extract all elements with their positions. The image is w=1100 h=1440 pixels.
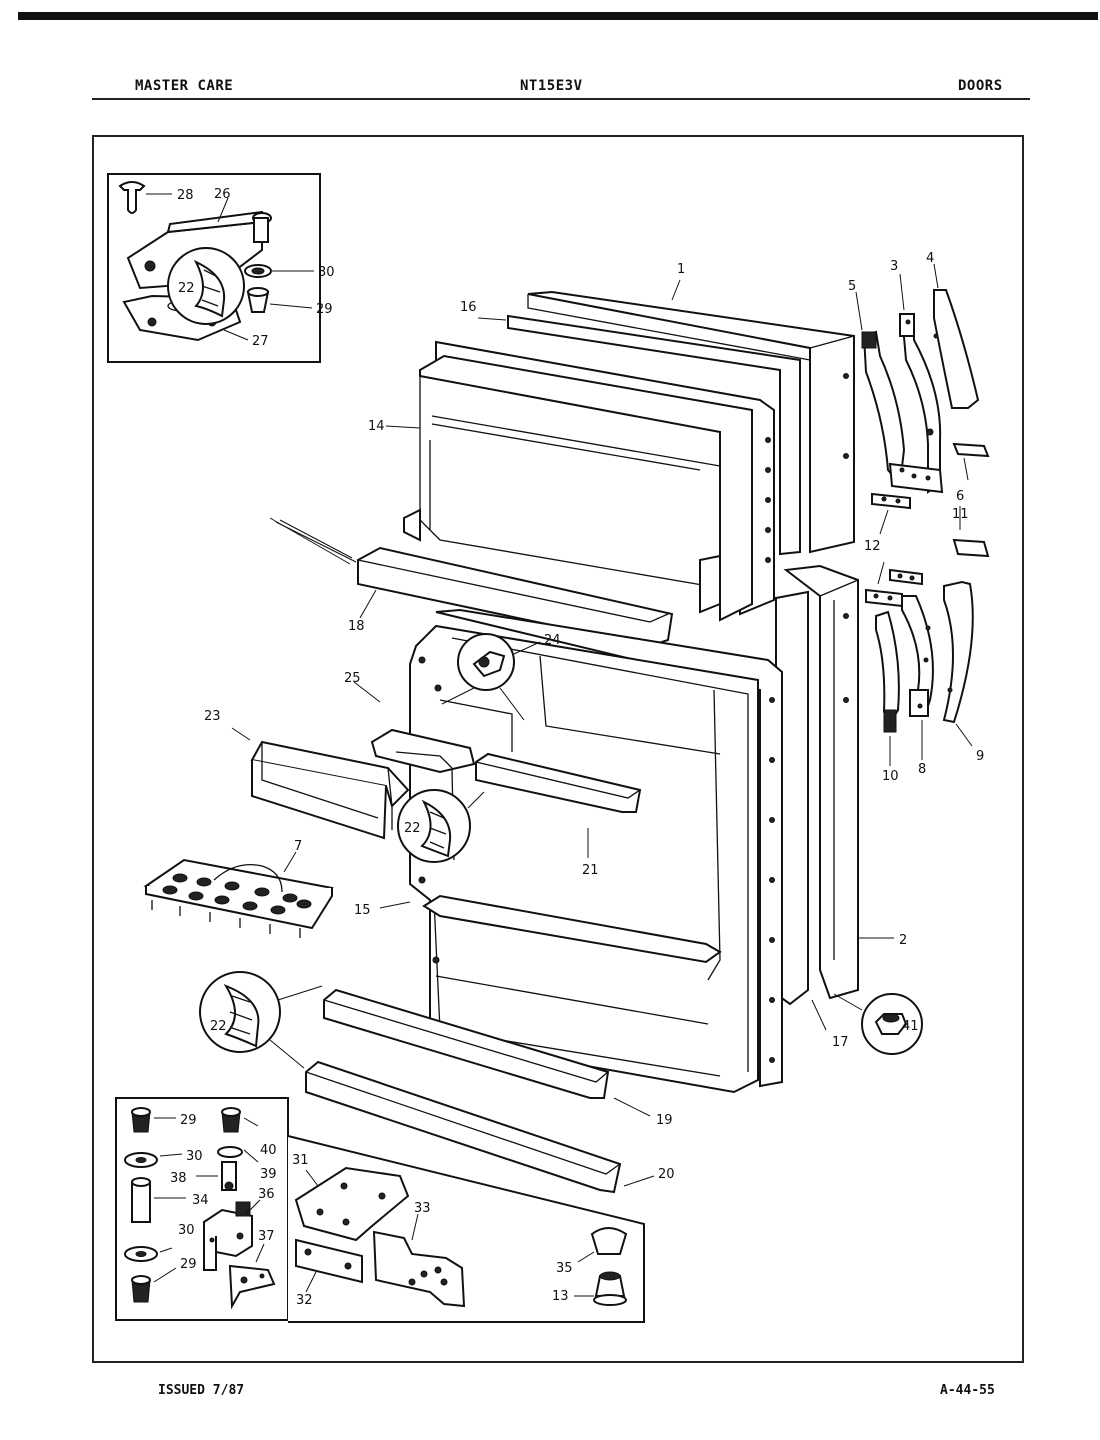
callout-31: 31	[292, 1153, 309, 1168]
door-shelf-bars-lower	[305, 988, 655, 1194]
fresh-food-shelf-bar	[475, 752, 642, 858]
header-brand: MASTER CARE	[135, 78, 234, 94]
callout-22c: 22	[210, 1019, 227, 1034]
header-section: DOORS	[958, 78, 1003, 94]
hinge-screw-28	[118, 181, 146, 214]
callout-39: 39	[260, 1167, 277, 1182]
callout-38: 38	[170, 1171, 187, 1186]
callout-37: 37	[258, 1229, 275, 1244]
freezer-door-assembly	[385, 279, 855, 622]
callout-29b: 29	[180, 1113, 197, 1128]
callout-21: 21	[582, 863, 599, 878]
callout-2: 2	[899, 933, 907, 948]
callout-36: 36	[258, 1187, 275, 1202]
callout-5: 5	[848, 279, 856, 294]
callout-18: 18	[348, 619, 365, 634]
callout-32: 32	[296, 1293, 313, 1308]
callout-30c: 30	[178, 1223, 195, 1238]
diagram-frame	[92, 135, 1024, 1363]
callout-3: 3	[890, 259, 898, 274]
callout-41: 41	[902, 1019, 919, 1034]
callout-13: 13	[552, 1289, 569, 1304]
callout-35: 35	[556, 1261, 573, 1276]
freezer-door-gasket	[507, 314, 801, 556]
callout-7: 7	[294, 839, 302, 854]
callout-27: 27	[252, 334, 269, 349]
handle-parts	[855, 263, 990, 766]
freezer-door-liner	[419, 354, 753, 622]
top-rule	[18, 12, 1098, 20]
freezer-shelf-bar	[269, 517, 674, 648]
callout-17: 17	[832, 1035, 849, 1050]
callout-23: 23	[204, 709, 221, 724]
footer-issued: ISSUED 7/87	[158, 1383, 245, 1398]
callout-8: 8	[918, 762, 926, 777]
fresh-food-door-shell	[783, 564, 859, 1000]
callout-28: 28	[177, 188, 194, 203]
callout-24: 24	[544, 633, 561, 648]
fresh-food-door-liner	[409, 624, 759, 1094]
callout-29c: 29	[180, 1257, 197, 1272]
callout-10: 10	[882, 769, 899, 784]
callout-14: 14	[368, 419, 385, 434]
header-rule	[92, 98, 1030, 100]
callout-4: 4	[926, 251, 934, 266]
callout-11: 11	[952, 507, 969, 522]
callout-25: 25	[344, 671, 361, 686]
footer-code: A-44-55	[940, 1383, 995, 1398]
callout-34: 34	[192, 1193, 209, 1208]
callout-9: 9	[976, 749, 984, 764]
callout-1: 1	[677, 262, 685, 277]
callout-16: 16	[460, 300, 477, 315]
callout-22a: 22	[178, 281, 195, 296]
callout-30a: 30	[318, 265, 335, 280]
header-model: NT15E3V	[520, 78, 583, 94]
callout-22b: 22	[404, 821, 421, 836]
callout-12: 12	[864, 539, 881, 554]
callout-30b: 30	[186, 1149, 203, 1164]
detail-circles	[167, 247, 923, 1069]
callout-33: 33	[414, 1201, 431, 1216]
lower-hinge-inset	[115, 1097, 645, 1323]
callout-29a: 29	[316, 302, 333, 317]
callout-20: 20	[658, 1167, 675, 1182]
callout-15: 15	[354, 903, 371, 918]
fresh-food-door-assembly	[379, 564, 894, 1094]
callout-19: 19	[656, 1113, 673, 1128]
door-bins	[143, 681, 476, 938]
callout-6: 6	[956, 489, 964, 504]
callout-labels: 1 2 3 4 5 6 7 8 9 10 11 12 13 14 15 16 1…	[170, 187, 984, 1308]
callout-40: 40	[260, 1143, 277, 1158]
butter-compartment-lid	[370, 728, 476, 774]
callout-26: 26	[214, 187, 231, 202]
